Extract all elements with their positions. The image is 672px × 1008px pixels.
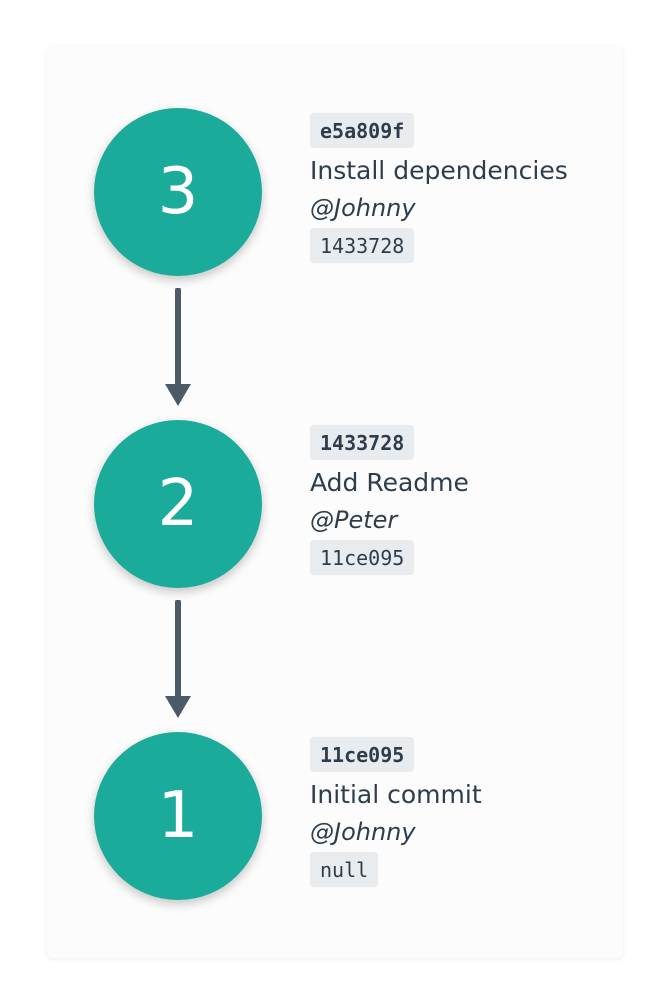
commit-node-2[interactable]: 2 [94,420,262,588]
arrow-down-icon [165,600,191,718]
commit-info-1: 11ce095 Initial commit @Johnny null [310,737,650,887]
commit-number: 2 [157,467,199,541]
commit-node-1[interactable]: 1 [94,732,262,900]
commit-parent-hash: 11ce095 [310,540,415,575]
commit-author: @Peter [310,506,398,534]
commit-hash: 1433728 [310,425,415,460]
commit-author: @Johnny [310,818,416,846]
commit-info-2: 1433728 Add Readme @Peter 11ce095 [310,425,650,575]
commit-number: 3 [157,155,199,229]
commit-hash: e5a809f [310,113,415,148]
commit-info-3: e5a809f Install dependencies @Johnny 143… [310,113,650,263]
commit-number: 1 [157,779,199,853]
commit-message: Initial commit [310,780,482,809]
commit-message: Add Readme [310,468,469,497]
commit-hash: 11ce095 [310,737,415,772]
commit-parent-hash: null [310,852,379,887]
commit-parent-hash: 1433728 [310,228,415,263]
commit-message: Install dependencies [310,156,568,185]
commit-node-3[interactable]: 3 [94,108,262,276]
commit-author: @Johnny [310,194,416,222]
arrow-down-icon [165,288,191,406]
